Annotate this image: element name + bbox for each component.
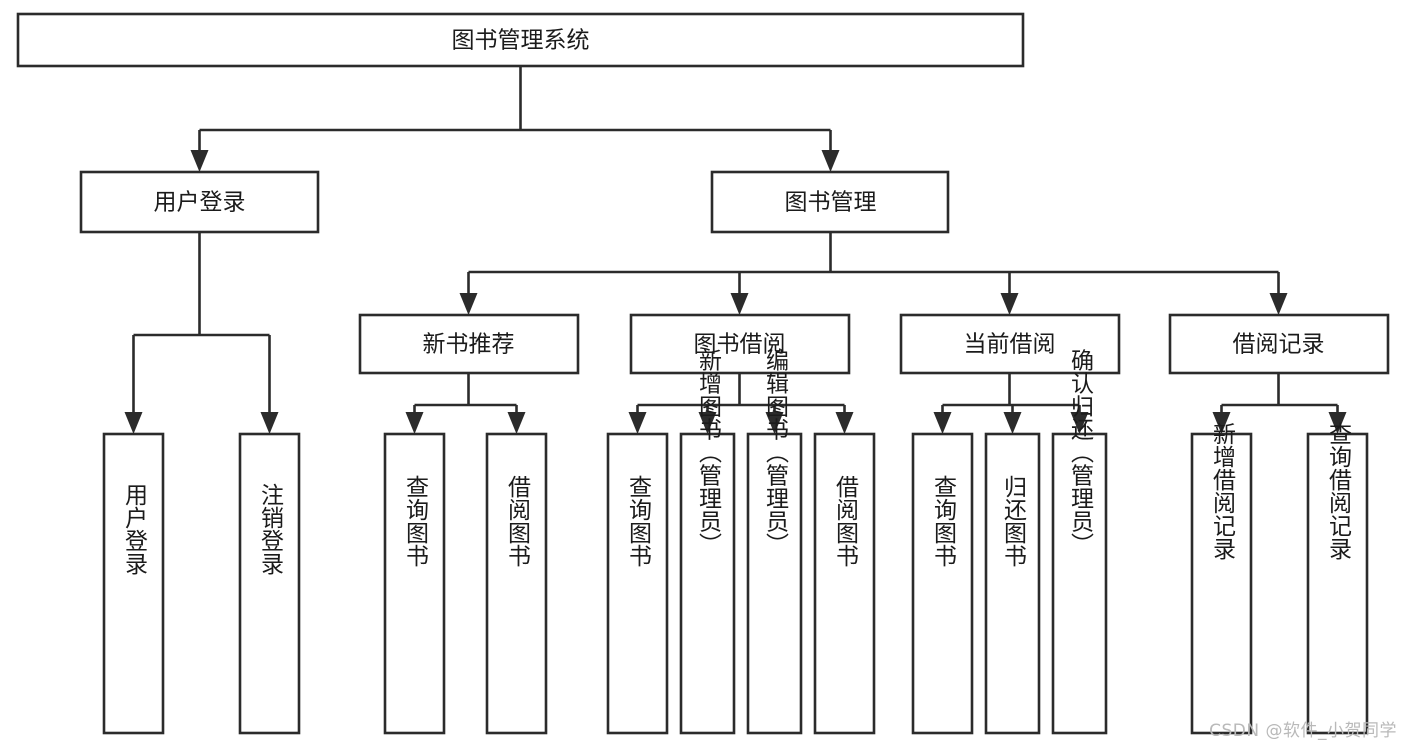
arrowhead-leaf-edit-book — [765, 412, 784, 434]
node-leaf-query-book-2[interactable]: 查询图书 — [606, 432, 669, 735]
node-book-manage-box — [710, 170, 950, 234]
node-leaf-return-book-box — [984, 432, 1041, 735]
node-leaf-query-book-2-label: 查询图书 — [625, 475, 653, 567]
arrowhead-leaf-borrow-book-1 — [507, 412, 526, 434]
node-book-borrow-box — [629, 313, 851, 375]
node-leaf-query-record[interactable]: 查询借阅记录 — [1306, 422, 1369, 735]
arrowhead-leaf-borrow-book-2 — [835, 412, 854, 434]
arrowhead-leaf-confirm-return — [1070, 412, 1089, 434]
node-leaf-user-login[interactable]: 用户登录 — [102, 432, 165, 735]
node-leaf-add-book[interactable]: 新增图书（管理员） — [679, 349, 736, 735]
arrowhead-leaf-query-book-2 — [628, 412, 647, 434]
node-new-book-rec[interactable]: 新书推荐 — [358, 313, 580, 375]
node-current-borrow-box — [899, 313, 1121, 375]
node-borrow-record-label: 借阅记录 — [1233, 332, 1325, 358]
arrowhead-leaf-query-book-3 — [933, 412, 952, 434]
node-leaf-confirm-return-box — [1051, 432, 1108, 735]
node-leaf-add-book-box — [679, 432, 736, 735]
connector-group-current-borrow — [933, 373, 1089, 434]
node-current-borrow[interactable]: 当前借阅 — [899, 313, 1121, 375]
node-leaf-edit-book-label: 编辑图书（管理员） — [762, 349, 790, 556]
arrowhead-leaf-add-book — [698, 412, 717, 434]
node-leaf-user-logout-box — [238, 432, 301, 735]
node-leaf-borrow-book-1[interactable]: 借阅图书 — [485, 432, 548, 735]
connector-group-borrow-record — [1212, 373, 1347, 434]
csdn-watermark: CSDN @软件_小贺同学 — [1209, 721, 1397, 741]
connector-group-book-manage — [459, 232, 1288, 315]
node-leaf-user-logout[interactable]: 注销登录 — [238, 432, 301, 735]
node-leaf-add-record-label: 新增借阅记录 — [1209, 422, 1237, 560]
arrowhead-leaf-return-book — [1003, 412, 1022, 434]
node-current-borrow-label: 当前借阅 — [964, 332, 1056, 358]
node-leaf-query-book-1[interactable]: 查询图书 — [383, 432, 446, 735]
arrowhead-user-login — [190, 150, 209, 172]
connector-group-book-borrow — [628, 373, 854, 434]
node-leaf-add-book-label: 新增图书（管理员） — [695, 349, 723, 556]
arrowhead-leaf-query-record — [1328, 412, 1347, 434]
connector-group-root — [190, 66, 840, 172]
node-user-login-label: 用户登录 — [154, 190, 246, 216]
node-user-login-box — [79, 170, 320, 234]
node-leaf-query-book-3-box — [911, 432, 974, 735]
node-leaf-confirm-return[interactable]: 确认归还（管理员） — [1051, 349, 1108, 735]
arrowhead-book-borrow — [730, 293, 749, 315]
node-root-label: 图书管理系统 — [452, 28, 590, 54]
node-leaf-return-book-label: 归还图书 — [1000, 475, 1028, 567]
node-leaf-add-record[interactable]: 新增借阅记录 — [1190, 422, 1253, 735]
node-new-book-rec-label: 新书推荐 — [423, 332, 515, 358]
node-leaf-user-login-box — [102, 432, 165, 735]
arrowhead-borrow-record — [1269, 293, 1288, 315]
node-leaf-borrow-book-2-box — [813, 432, 876, 735]
node-book-manage[interactable]: 图书管理 — [710, 170, 950, 234]
node-book-manage-label: 图书管理 — [785, 190, 877, 216]
node-borrow-record[interactable]: 借阅记录 — [1168, 313, 1390, 375]
connector-group-user-login — [124, 232, 279, 434]
node-leaf-query-book-2-box — [606, 432, 669, 735]
node-leaf-add-record-box — [1190, 432, 1253, 735]
arrowhead-leaf-query-book-1 — [405, 412, 424, 434]
node-leaf-query-book-3-label: 查询图书 — [930, 475, 958, 567]
node-leaf-borrow-book-1-box — [485, 432, 548, 735]
arrowhead-leaf-user-logout — [260, 412, 279, 434]
node-leaf-query-book-3[interactable]: 查询图书 — [911, 432, 974, 735]
node-leaf-confirm-return-label: 确认归还（管理员） — [1067, 349, 1095, 556]
node-leaf-borrow-book-2-label: 借阅图书 — [832, 475, 860, 567]
node-root-box — [16, 12, 1025, 68]
node-book-borrow[interactable]: 图书借阅 — [629, 313, 851, 375]
node-leaf-query-book-1-box — [383, 432, 446, 735]
node-leaf-borrow-book-1-label: 借阅图书 — [504, 475, 532, 567]
node-leaf-query-record-label: 查询借阅记录 — [1325, 422, 1353, 560]
node-leaf-borrow-book-2[interactable]: 借阅图书 — [813, 432, 876, 735]
arrowhead-leaf-user-login — [124, 412, 143, 434]
node-borrow-record-box — [1168, 313, 1390, 375]
arrowhead-book-manage — [821, 150, 840, 172]
node-leaf-edit-book[interactable]: 编辑图书（管理员） — [746, 349, 803, 735]
node-new-book-rec-box — [358, 313, 580, 375]
arrowhead-current-borrow — [1000, 293, 1019, 315]
node-user-login[interactable]: 用户登录 — [79, 170, 320, 234]
node-leaf-user-logout-label: 注销登录 — [257, 483, 285, 575]
node-book-borrow-label: 图书借阅 — [694, 332, 786, 358]
node-root[interactable]: 图书管理系统 — [16, 12, 1025, 68]
node-leaf-edit-book-box — [746, 432, 803, 735]
node-leaf-user-login-label: 用户登录 — [121, 483, 149, 575]
node-leaf-query-record-box — [1306, 432, 1369, 735]
arrowhead-new-book-rec — [459, 293, 478, 315]
node-leaf-query-book-1-label: 查询图书 — [402, 475, 430, 567]
connector-group-new-book-rec — [405, 373, 526, 434]
arrowhead-leaf-add-record — [1212, 412, 1231, 434]
node-leaf-return-book[interactable]: 归还图书 — [984, 432, 1041, 735]
